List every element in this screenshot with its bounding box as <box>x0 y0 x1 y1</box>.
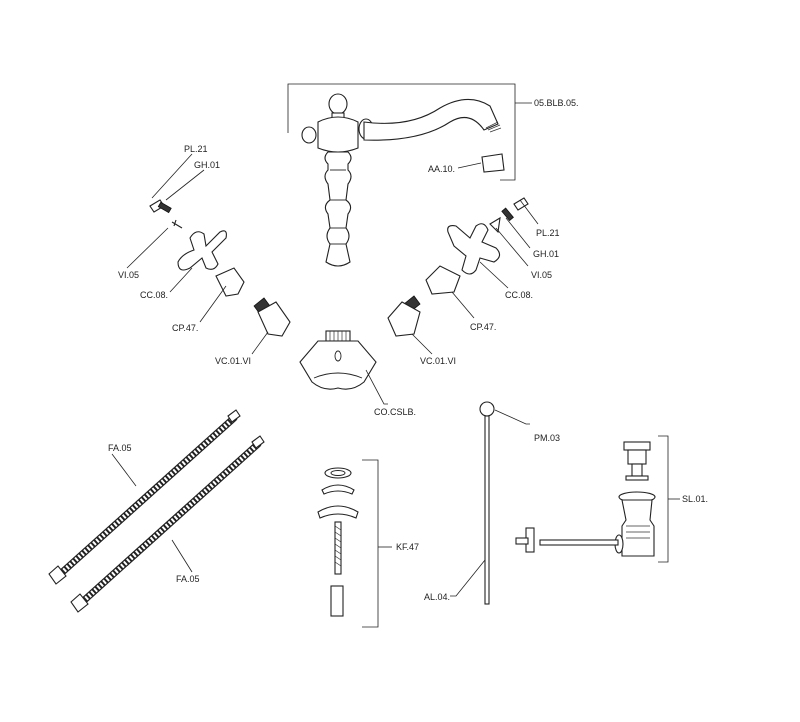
label-hose-top: FA.05 <box>108 443 132 453</box>
label-waste: SL.01. <box>682 494 708 504</box>
right-handle-group <box>387 197 539 355</box>
label-cp-left: CP.47. <box>172 323 198 333</box>
vc-left-part <box>257 301 291 337</box>
left-handle-group <box>126 153 291 355</box>
label-rod: AL.04. <box>424 592 450 602</box>
cc-right-part <box>447 223 501 275</box>
cp-right-part <box>425 265 461 295</box>
faucet-body-bracket <box>287 83 516 181</box>
pop-up-rod <box>450 401 530 605</box>
pl-right-part <box>513 197 529 211</box>
vi-left-part <box>171 219 183 229</box>
label-connector: CO.CSLB. <box>374 407 416 417</box>
label-gh-left: GH.01 <box>194 160 220 170</box>
label-vc-right: VC.01.VI <box>420 356 456 366</box>
label-aerator: AA.10. <box>428 164 455 174</box>
hose-bottom <box>70 435 265 613</box>
label-pl-left: PL.21 <box>184 144 208 154</box>
label-vi-right: VI.05 <box>531 270 552 280</box>
aerator-part <box>457 153 505 173</box>
gh-left-part <box>157 201 172 214</box>
connector-body <box>299 330 388 405</box>
label-cp-right: CP.47. <box>470 322 496 332</box>
cc-left-part <box>177 230 227 271</box>
waste-assembly <box>515 435 680 563</box>
label-cc-right: CC.08. <box>505 290 533 300</box>
faucet-body <box>287 83 532 267</box>
label-pl-right: PL.21 <box>536 228 560 238</box>
vc-right-part <box>387 301 421 337</box>
label-vi-left: VI.05 <box>118 270 139 280</box>
label-hose-bottom: FA.05 <box>176 574 200 584</box>
label-faucet-body: 05.BLB.05. <box>534 98 579 108</box>
label-fixing-kit: KF.47 <box>396 542 419 552</box>
hose-top <box>48 409 241 585</box>
label-pop-up-rod: PM.03 <box>534 433 560 443</box>
label-vc-left: VC.01.VI <box>215 356 251 366</box>
label-gh-right: GH.01 <box>533 249 559 259</box>
vi-right-part <box>489 216 501 234</box>
fixing-kit <box>317 459 392 628</box>
cp-left-part <box>215 267 245 297</box>
gh-right-part <box>501 207 514 222</box>
label-cc-left: CC.08. <box>140 290 168 300</box>
